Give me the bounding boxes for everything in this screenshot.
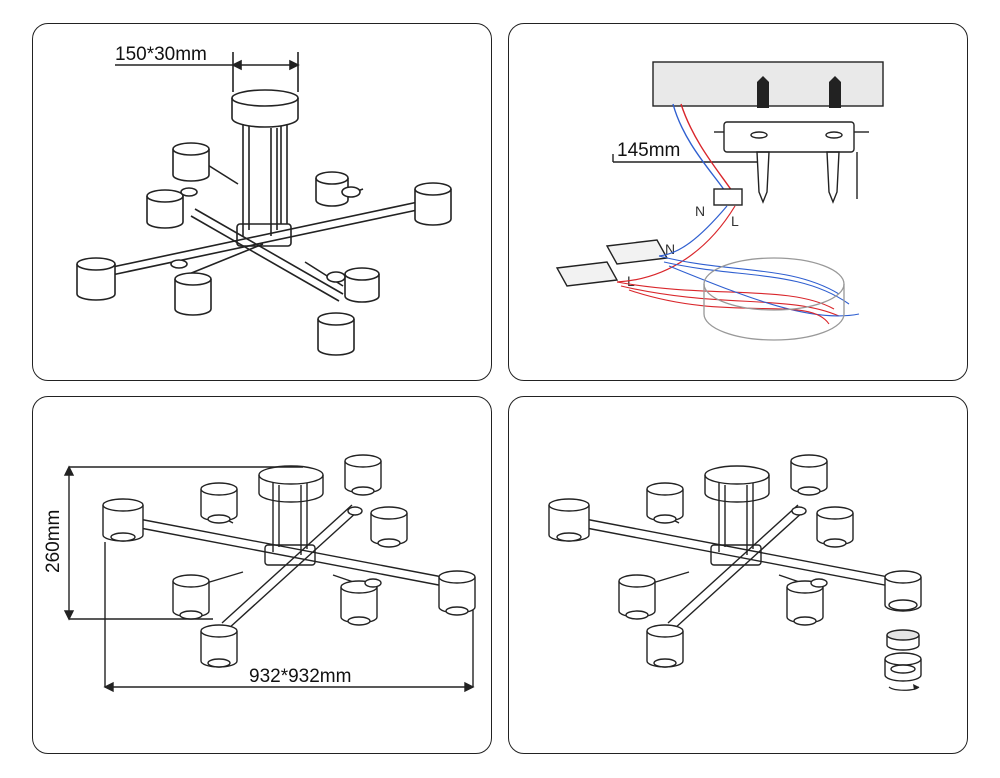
spotlight-cylinders [76, 142, 452, 356]
canopy-bowl [703, 257, 845, 341]
wago-connectors [555, 239, 669, 287]
panel-dimensions: 260mm 932*932mm [32, 396, 492, 754]
screws [756, 151, 858, 204]
mounting-wiring-drawing: 145mm N L N L [555, 61, 884, 341]
spotlight-cylinders [548, 454, 854, 668]
panel-overview: 150*30mm [32, 23, 492, 381]
panel-mounting: 145mm N L N L [508, 23, 968, 381]
wire-label-l1: L [731, 213, 739, 229]
wire-label-n1: N [695, 203, 705, 219]
wall-anchors [757, 76, 841, 108]
width-dimension-label: 932*932mm [249, 666, 351, 687]
canopy-dimension-label: 150*30mm [115, 44, 207, 65]
terminal-block [713, 188, 743, 206]
dimension-drawing: 260mm 932*932mm [43, 454, 476, 693]
exploded-lamp [884, 570, 922, 682]
lamp-replacement-drawing [548, 454, 922, 691]
mounting-bracket [714, 121, 869, 153]
fixture-overview-drawing: 150*30mm [76, 44, 452, 356]
height-dimension-label: 260mm [43, 510, 64, 573]
bracket-dimension-label: 145mm [617, 140, 680, 161]
panel-lamp-replacement [508, 396, 968, 754]
wire-label-n2: N [665, 241, 675, 257]
spotlight-cylinders [102, 454, 476, 668]
